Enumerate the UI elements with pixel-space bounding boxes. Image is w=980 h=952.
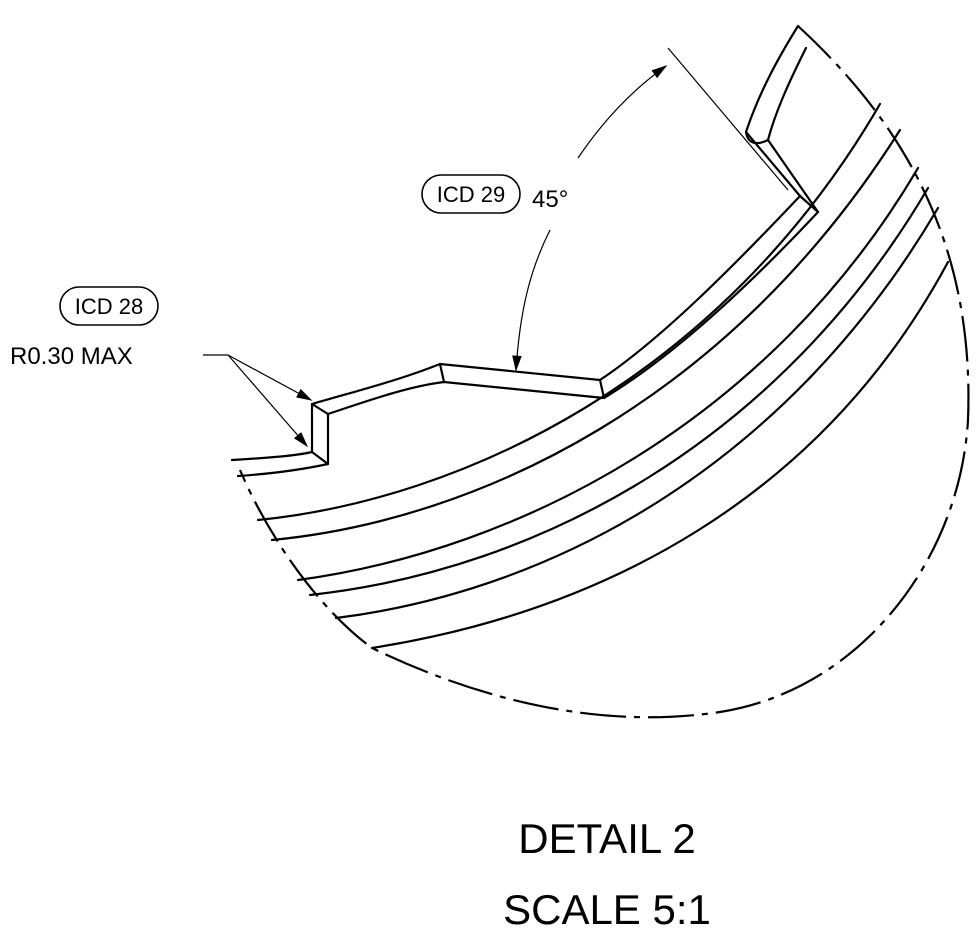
callout-balloon-icd-29 xyxy=(421,174,521,214)
step-edge-top xyxy=(798,194,820,214)
layer-arc-4 xyxy=(308,186,930,597)
angle-label: 45° xyxy=(532,186,568,213)
radius-note: R0.30 MAX xyxy=(10,343,133,370)
step-edge-mid xyxy=(438,362,606,400)
fillet-corner xyxy=(744,130,770,145)
part-profile-inner xyxy=(236,46,820,478)
callout-balloon-icd-28 xyxy=(59,286,159,326)
part-profile-outer xyxy=(230,24,802,462)
layer-arc-2 xyxy=(270,128,902,542)
layer-arc-3 xyxy=(296,166,920,582)
layer-arc-5 xyxy=(334,206,940,620)
layer-arc-1 xyxy=(256,102,882,522)
angle-dimension-arc-top xyxy=(577,65,668,159)
detail-boundary xyxy=(238,25,970,719)
layer-arc-6 xyxy=(370,260,950,650)
callout-icd-28-label: ICD 28 xyxy=(75,294,143,319)
leader-arrow-bottom xyxy=(227,354,309,448)
callout-icd-29-label: ICD 29 xyxy=(437,182,505,207)
leader-arrow-top xyxy=(227,354,313,401)
detail-title: DETAIL 2 xyxy=(518,815,695,862)
step-edge-left xyxy=(310,402,330,466)
angle-dimension-arc-bottom xyxy=(512,229,551,372)
extension-line xyxy=(667,47,789,191)
detail-scale: SCALE 5:1 xyxy=(503,886,711,933)
